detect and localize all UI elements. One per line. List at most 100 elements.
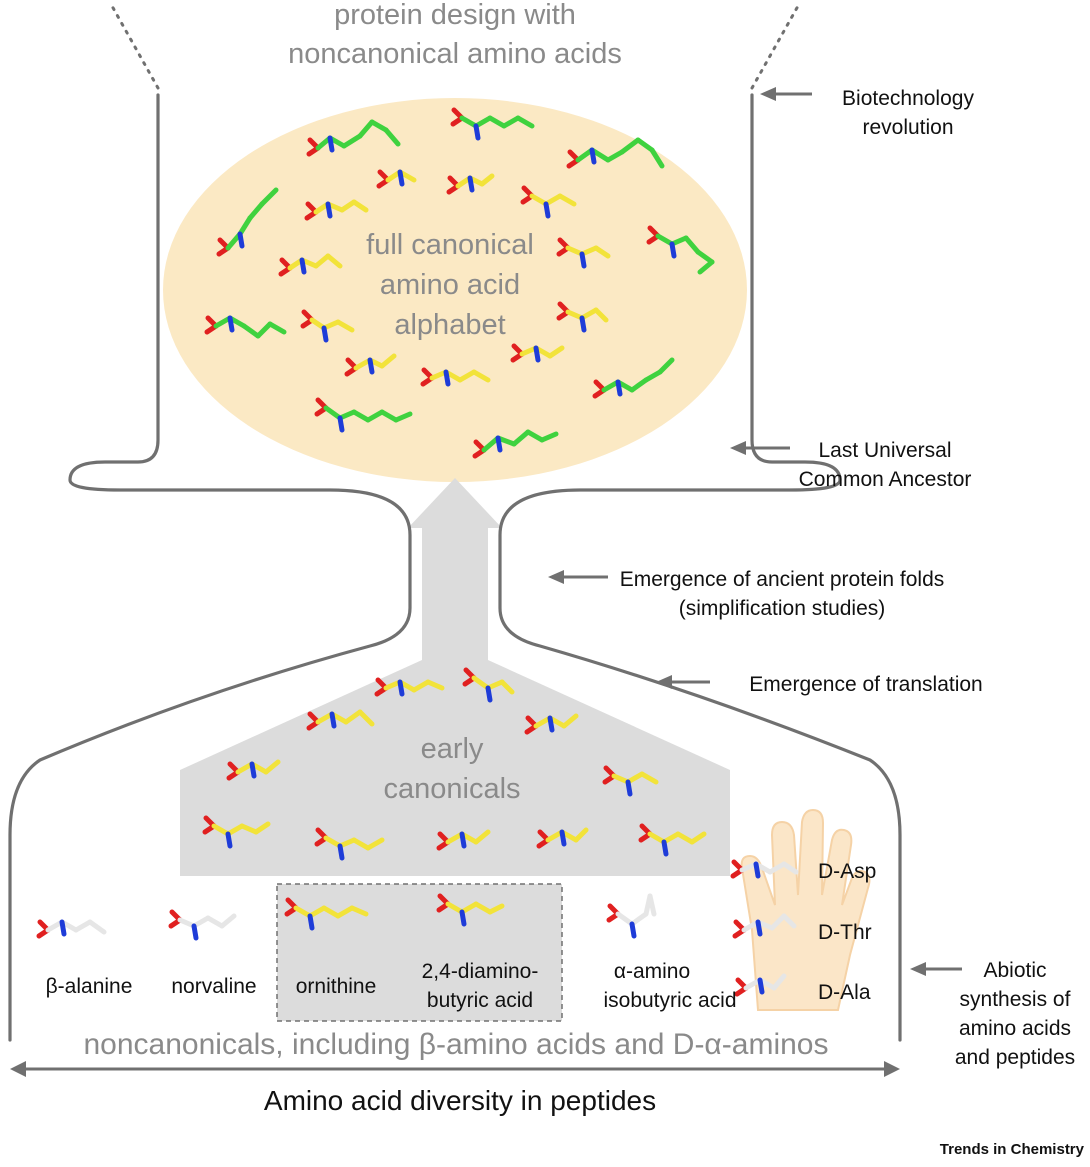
carbon-bond (351, 837, 371, 851)
carbon-bond (675, 831, 695, 845)
carbon-bond (353, 357, 373, 371)
nitrogen-bond (533, 345, 541, 363)
carbon-bond (293, 905, 313, 919)
carbon-bond (219, 913, 237, 929)
carbon-bond (655, 233, 675, 247)
nitrogen-bond (629, 921, 637, 939)
carbon-bond (689, 831, 707, 845)
carbon-bond (669, 235, 689, 247)
carbon-bond (457, 369, 477, 383)
carbon-bond (307, 905, 327, 919)
luca-label-line1: Last Universal (818, 439, 951, 462)
nitrogen-bond (661, 839, 669, 857)
carbon-bond (615, 911, 635, 927)
carbon-bond (771, 973, 787, 991)
dab-label-line1: 2,4-diamino- (422, 960, 539, 983)
carbon-bond (769, 913, 787, 931)
beta-alanine-label: β-alanine (46, 975, 133, 998)
carbon-bond (781, 913, 797, 929)
carbon-bond (263, 759, 281, 775)
carbon-bond (255, 321, 273, 339)
carbon-bond (379, 409, 399, 423)
carbon-bond (247, 201, 265, 221)
noncanonicals-label: noncanonicals, including β-amino acids a… (84, 1028, 829, 1061)
d-thr-label: D-Thr (818, 921, 872, 944)
carbon-bond (211, 823, 231, 837)
carbon-bond (313, 253, 331, 269)
nitrogen-bond (321, 325, 329, 343)
carbon-bond (473, 829, 491, 845)
nitrogen-bond (397, 679, 405, 697)
carbon-bond (321, 905, 341, 919)
nitrogen-bond (443, 369, 451, 387)
nitrogen-bond (397, 169, 405, 187)
carbon-bond (365, 409, 385, 423)
early-label-line2: canonicals (383, 773, 520, 805)
canonical-label-line1: full canonical (366, 229, 534, 261)
carbon-bond (545, 829, 565, 843)
carbon-bond (479, 173, 495, 187)
abiotic-label-line1: Abiotic (983, 959, 1046, 982)
carbon-bond (213, 315, 233, 329)
carbon-bond (445, 831, 465, 845)
canonical-label-line3: alphabet (394, 309, 505, 341)
carbon-bond (601, 379, 621, 393)
carbon-bond (459, 901, 479, 915)
carbon-bond (191, 915, 211, 929)
carbon-bond (341, 133, 363, 149)
carbon-bond (605, 149, 625, 163)
nitrogen-bond (755, 919, 763, 937)
carbon-bond (639, 771, 659, 785)
nitrogen-bond (327, 135, 335, 153)
carbon-bond (661, 831, 681, 845)
carbon-bond (241, 323, 261, 339)
nitrogen-bond (337, 843, 345, 861)
carbon-bond (351, 409, 371, 423)
early-canonicals-region (180, 660, 730, 876)
carbon-bond (647, 831, 667, 845)
carbon-bond (481, 435, 501, 453)
carbon-bond (357, 119, 375, 139)
hand-silhouette (740, 808, 871, 1011)
nitrogen-bond (625, 779, 633, 797)
carbon-bond (565, 245, 585, 257)
abiotic-label-line2: synthesis of (960, 988, 1071, 1011)
nitrogen-bond (543, 201, 551, 219)
carbon-bond (225, 823, 245, 837)
carbon-bond (471, 369, 491, 383)
carbon-bond (445, 901, 465, 915)
nitrogen-bond (367, 357, 375, 375)
carbon-bond (357, 709, 375, 727)
nitrogen-bond (589, 147, 597, 165)
carbon-bond (539, 431, 559, 443)
nitrogen-bond (579, 251, 587, 269)
evolution-arrow (408, 478, 502, 700)
carbon-bond (743, 977, 763, 991)
carbon-bond (695, 249, 715, 265)
carbon-bond (253, 821, 271, 835)
nitrogen-bond (547, 715, 555, 733)
nitrogen-bond (579, 315, 587, 333)
carbon-bond (579, 307, 599, 321)
carbon-bond (543, 193, 563, 207)
carbon-bond (515, 115, 535, 129)
nitrogen-bond (485, 685, 493, 703)
diversity-axis-arrow (10, 1061, 900, 1077)
carbon-bond (177, 917, 197, 929)
carbon-bond (473, 901, 493, 915)
nitrogen-bond (325, 201, 333, 219)
norvaline-label: norvaline (171, 975, 256, 998)
canonical-label-line2: amino acid (380, 269, 520, 301)
carbon-bond (625, 771, 645, 785)
nitrogen-bond (329, 711, 337, 729)
nitrogen-bond (669, 241, 677, 259)
journal-credit: Trends in Chemistry (940, 1141, 1085, 1158)
nitrogen-bond (299, 257, 307, 275)
carbon-bond (315, 711, 335, 725)
carbon-bond (205, 915, 225, 929)
carbon-bond (365, 837, 385, 851)
carbon-bond (259, 187, 279, 207)
abiotic-label-line4: and peptides (955, 1046, 1075, 1069)
luca-label-line2: Common Ancestor (799, 468, 972, 491)
carbon-bond (473, 115, 493, 129)
